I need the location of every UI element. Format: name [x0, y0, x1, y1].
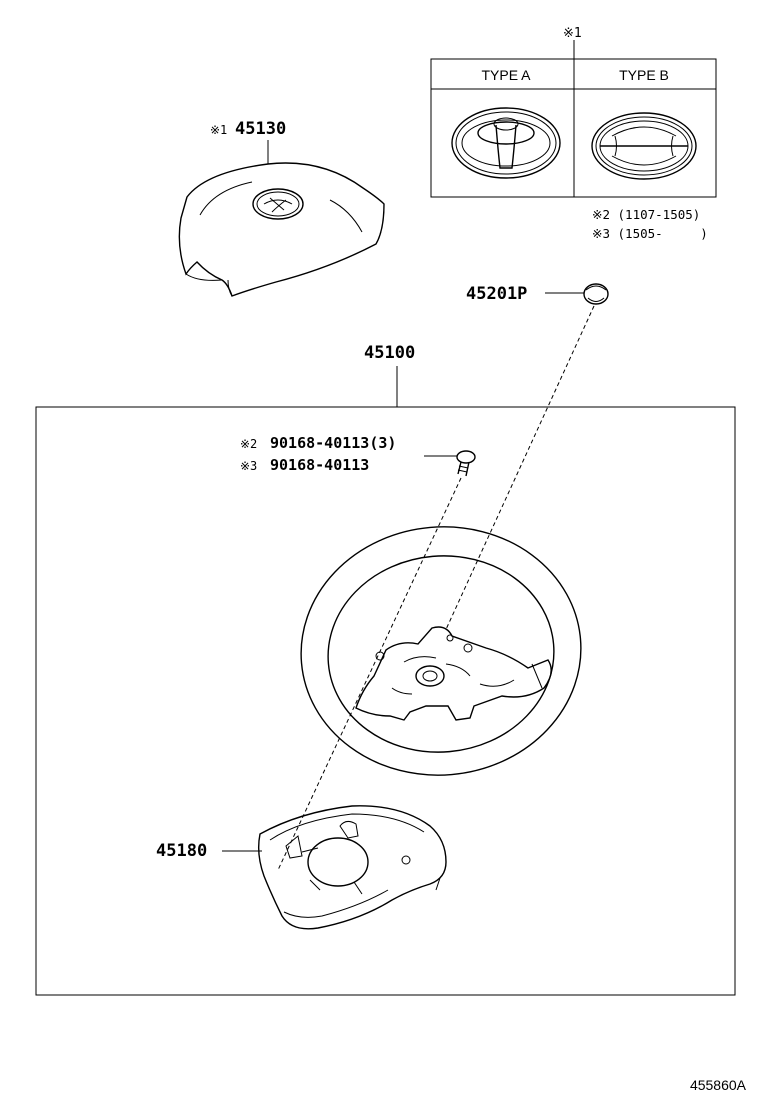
logo-type-table: TYPE A TYPE B	[430, 58, 717, 198]
diagram-reference-id: 455860A	[690, 1077, 747, 1093]
note-mark-1: ※1	[563, 26, 582, 41]
type-a-header: TYPE A	[481, 67, 531, 83]
pad-note-mark: ※1	[210, 123, 227, 137]
cover-part-number: 45180	[156, 841, 207, 861]
emblem-type-a-icon	[451, 107, 561, 179]
note-2: ※2 (1107-1505)	[592, 207, 700, 222]
steering-wheel	[300, 526, 582, 776]
emblem-type-b-icon	[591, 112, 697, 180]
wheel-assy-part-number: 45100	[364, 343, 415, 363]
plug-45201p	[583, 283, 609, 305]
wheel-assy-frame	[35, 406, 736, 996]
plug-part-number: 45201P	[466, 284, 527, 304]
bolt-note-mark-2: ※2	[240, 437, 257, 451]
bolt-part-number-a: 90168-40113(3)	[270, 434, 396, 452]
note-3: ※3 (1505- )	[592, 226, 708, 241]
pad-part-number: 45130	[235, 119, 286, 139]
type-b-header: TYPE B	[619, 67, 669, 83]
steering-pad	[178, 162, 385, 297]
bolt-part-number-b: 90168-40113	[270, 456, 369, 474]
bolt	[456, 450, 476, 477]
bolt-note-mark-3: ※3	[240, 459, 257, 473]
rear-cover	[257, 805, 447, 930]
